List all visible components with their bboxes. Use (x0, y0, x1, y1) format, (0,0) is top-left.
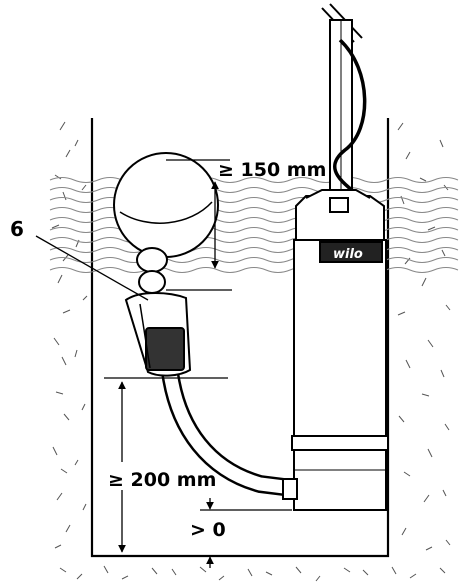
floor-clearance-label: > 0 (190, 519, 226, 541)
submersible-pump (291, 189, 389, 511)
soil-texture (51, 121, 451, 582)
riser-pipe (321, 3, 363, 203)
float-clearance-label: ≥ 150 mm (218, 159, 326, 181)
callout-leader (35, 235, 149, 301)
float-clearance-dimension (166, 159, 232, 291)
float-switch (113, 152, 219, 377)
inlet-height-label: ≥ 200 mm (108, 469, 216, 491)
hose (161, 370, 298, 500)
power-cable (332, 38, 374, 207)
shaft-wall (90, 118, 390, 558)
water-surface (49, 176, 459, 274)
brand-logo: wilo (333, 247, 363, 262)
inlet-height-dimension (104, 377, 228, 553)
floor-clearance-dimension (200, 498, 292, 568)
callout-number: 6 (10, 217, 24, 241)
